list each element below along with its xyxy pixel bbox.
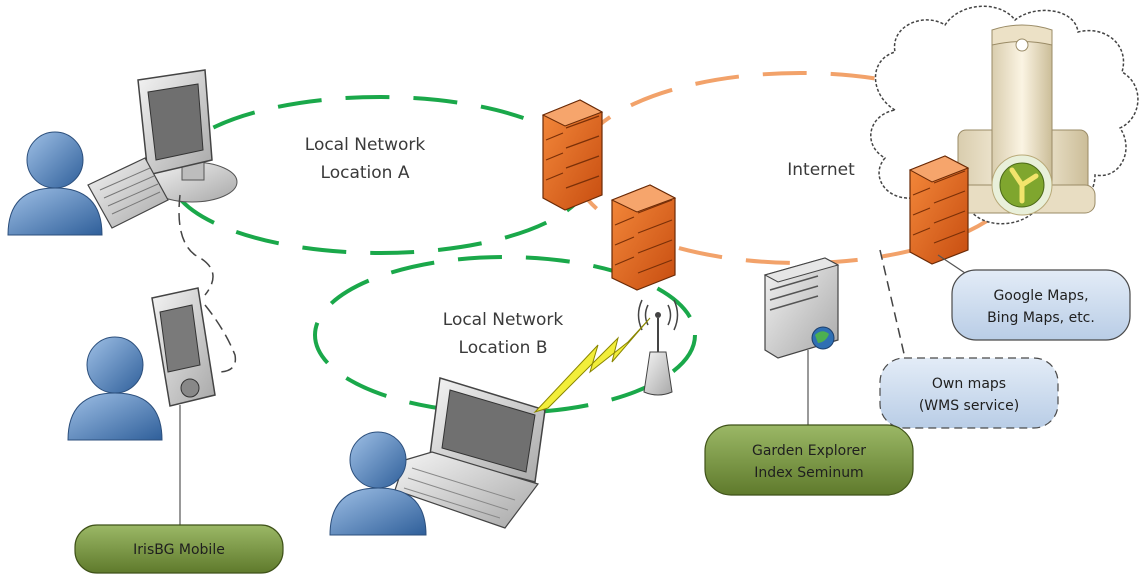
- maps-connector-line: [937, 254, 969, 276]
- location-a-label-line2: Location A: [321, 163, 410, 183]
- garden-explorer-callout-line1: Garden Explorer: [752, 443, 866, 459]
- user-person-icon: [67, 336, 163, 441]
- wireless-signal-icon: [533, 317, 651, 414]
- server-icon: [763, 257, 840, 359]
- garden-explorer-callout: [704, 424, 914, 496]
- firewall-icon: [908, 155, 970, 265]
- internet-label: Internet: [787, 160, 855, 180]
- laptop-icon: [394, 377, 546, 529]
- wireless-access-point-icon: [637, 299, 679, 396]
- sync-link-line: [178, 194, 237, 373]
- own-maps-callout: [879, 357, 1059, 429]
- firewall-icon: [610, 184, 677, 291]
- user-person-icon: [7, 131, 103, 236]
- own-maps-callout-line1: Own maps: [932, 376, 1006, 392]
- own-maps-link-line: [879, 249, 906, 359]
- location-a-label-line1: Local Network: [305, 135, 426, 155]
- garden-explorer-callout-line2: Index Seminum: [754, 465, 863, 481]
- irisbg-mobile-callout: [74, 524, 284, 574]
- irisbg-mobile-callout-label: IrisBG Mobile: [133, 542, 225, 558]
- user-person-icon: [329, 431, 427, 536]
- location-b-label-line2: Location B: [459, 338, 548, 358]
- firewall-icon: [541, 99, 604, 211]
- maps-callout-line2: Bing Maps, etc.: [987, 310, 1095, 326]
- maps-callout: [951, 269, 1131, 341]
- own-maps-callout-line2: (WMS service): [919, 398, 1019, 414]
- desktop-computer-icon: [87, 69, 238, 229]
- location-b-label-line1: Local Network: [443, 310, 564, 330]
- pda-mobile-icon: [151, 287, 216, 407]
- maps-callout-line1: Google Maps,: [993, 288, 1088, 304]
- data-center-icon: [944, 24, 1096, 216]
